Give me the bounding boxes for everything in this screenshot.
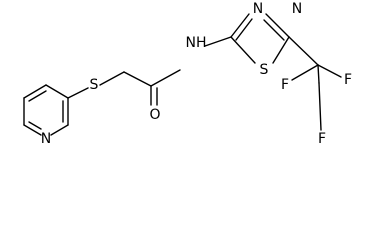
atom-label-f: F [281,77,289,93]
bond [99,71,125,86]
bond [230,13,250,38]
atom-label-f: F [344,72,352,88]
molecule-structure: N S O NH N N S F F F [23,1,352,147]
atom-label-s: S [90,77,99,93]
atom-label-n: N [253,1,263,17]
bond [67,87,89,99]
atom-label-o: O [149,107,160,123]
double-bond-inner [28,90,47,102]
bond [150,69,181,87]
atom-label-n: N [292,1,302,17]
bond [23,84,47,99]
bond [204,36,232,47]
bond [45,84,69,99]
bond [288,36,319,66]
double-bond-inner [28,121,42,130]
double-bond-inner [235,18,253,41]
bond [318,82,322,131]
bond [123,71,152,87]
pyridine-ring [23,84,69,136]
bond [291,64,319,81]
bond [230,36,256,64]
atom-label-nh: NH [186,35,207,51]
bond [317,64,342,78]
bond [50,124,69,136]
molecule-canvas: N S O NH N N S F F F [23,1,353,147]
bond [272,36,290,64]
atom-label-n: N [41,131,51,147]
bond [265,13,290,38]
atom-label-s: S [260,62,269,78]
bond [317,64,320,84]
bond [23,124,42,136]
atom-label-f: F [318,131,326,147]
double-bond-inner [263,19,285,41]
thiadiazole-ring [230,13,290,64]
